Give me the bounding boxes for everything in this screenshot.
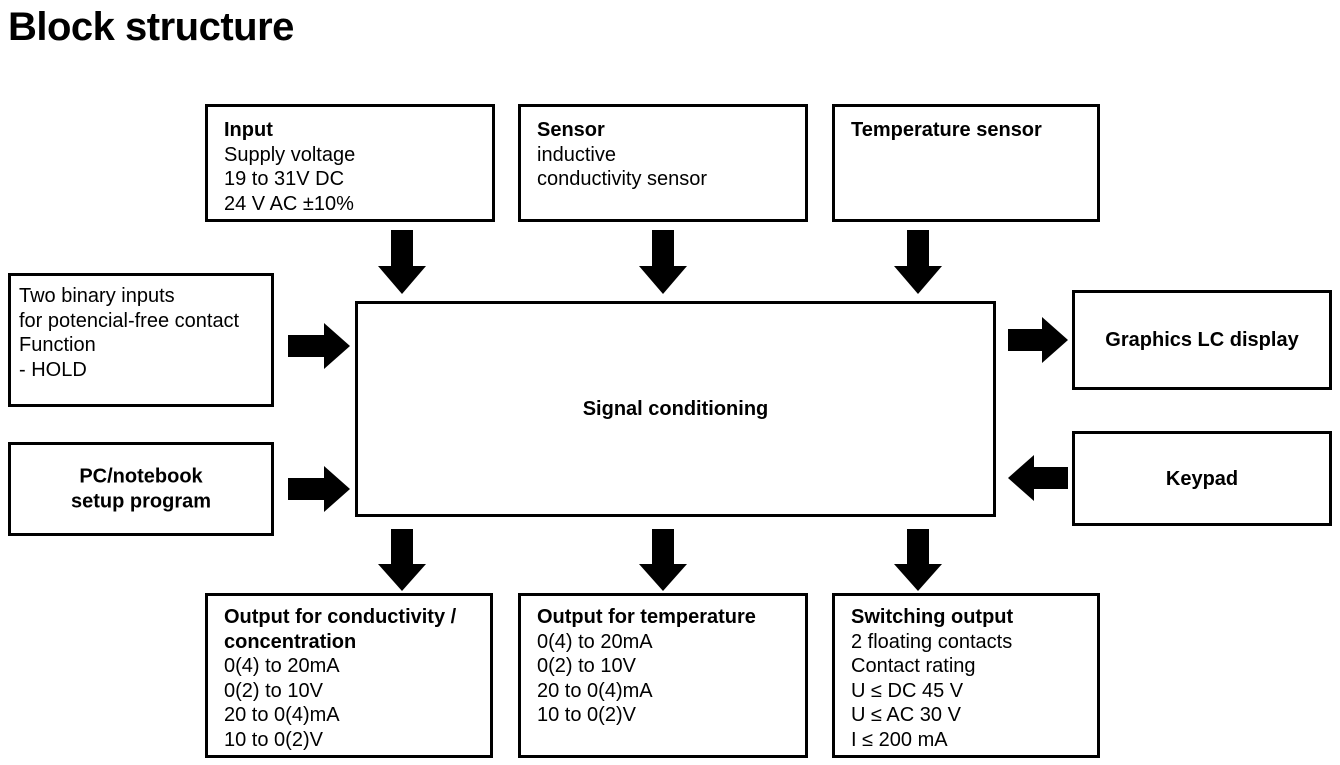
block-sensor: Sensor inductive conductivity sensor [518, 104, 808, 222]
block-binary-inputs-line-1: for potencial-free contact [19, 309, 240, 332]
block-keypad-line-0: Keypad [1165, 467, 1239, 490]
block-input-line-0: Input [224, 119, 273, 141]
block-output-temperature-line-2: 0(2) to 10V [537, 655, 636, 677]
block-output-temperature-line-3: 20 to 0(4)mA [537, 679, 653, 702]
arrow-pc-to-signal-right-icon [288, 466, 350, 512]
block-sensor-line-0: Sensor [537, 119, 605, 141]
arrow-signal-to-switching-output-down-icon [894, 529, 942, 591]
block-output-conductivity-line-2: 0(4) to 20mA [224, 655, 340, 677]
block-temperature-sensor: Temperature sensor [832, 104, 1100, 222]
block-switching-output-line-2: Contact rating [851, 655, 976, 677]
block-switching-output: Switching output 2 floating contacts Con… [832, 593, 1100, 758]
block-output-conductivity-line-5: 10 to 0(2)V [224, 728, 323, 751]
block-temperature-sensor-line-0: Temperature sensor [851, 119, 1042, 141]
block-input: Input Supply voltage 19 to 31V DC 24 V A… [205, 104, 495, 222]
block-output-conductivity-line-0: Output for conductivity / [224, 606, 457, 628]
block-graphics-display: Graphics LC display [1072, 290, 1332, 390]
block-output-temperature: Output for temperature 0(4) to 20mA 0(2)… [518, 593, 808, 758]
block-binary-inputs-line-0: Two binary inputs [19, 285, 175, 307]
block-pc-notebook-line-1: setup program [70, 490, 212, 512]
arrow-sensor-to-signal-down-icon [639, 230, 687, 294]
block-output-conductivity-line-4: 20 to 0(4)mA [224, 704, 340, 726]
arrow-binary-to-signal-right-icon [288, 323, 350, 369]
block-graphics-display-line-0: Graphics LC display [1105, 328, 1299, 351]
block-pc-notebook-line-0: PC/notebook [79, 465, 203, 488]
block-output-temperature-line-0: Output for temperature [537, 606, 756, 628]
block-switching-output-line-3: U ≤ DC 45 V [851, 679, 964, 702]
arrow-keypad-to-signal-left-icon [1008, 455, 1068, 501]
block-switching-output-line-0: Switching output [851, 606, 1014, 628]
arrow-signal-to-display-right-icon [1008, 317, 1068, 363]
block-output-conductivity-line-3: 0(2) to 10V [224, 679, 323, 702]
block-output-conductivity-line-1: concentration [224, 630, 357, 653]
block-switching-output-line-4: U ≤ AC 30 V [851, 704, 961, 726]
page-title: Block structure [8, 5, 294, 49]
block-output-conductivity: Output for conductivity / concentration … [205, 593, 493, 758]
block-input-line-3: 24 V AC ±10% [224, 192, 354, 215]
block-keypad: Keypad [1072, 431, 1332, 526]
block-binary-inputs-line-3: - HOLD [19, 358, 87, 381]
block-pc-notebook: PC/notebook setup program [8, 442, 274, 536]
arrow-input-to-signal-down-icon [378, 230, 426, 294]
block-switching-output-line-1: 2 floating contacts [851, 630, 1013, 653]
block-input-line-2: 19 to 31V DC [224, 168, 345, 190]
block-binary-inputs-line-2: Function [19, 334, 96, 356]
block-sensor-line-1: inductive [537, 143, 616, 166]
block-sensor-line-2: conductivity sensor [537, 168, 708, 190]
block-signal-conditioning: Signal conditioning [355, 301, 996, 517]
block-output-temperature-line-4: 10 to 0(2)V [537, 704, 636, 726]
arrow-signal-to-output-conductivity-down-icon [378, 529, 426, 591]
arrow-signal-to-output-temperature-down-icon [639, 529, 687, 591]
block-binary-inputs: Two binary inputs for potencial-free con… [8, 273, 274, 407]
block-signal-conditioning-line-0: Signal conditioning [582, 397, 769, 420]
block-output-temperature-line-1: 0(4) to 20mA [537, 630, 653, 653]
arrow-temperature-to-signal-down-icon [894, 230, 942, 294]
block-switching-output-line-5: I ≤ 200 mA [851, 728, 948, 751]
block-input-line-1: Supply voltage [224, 143, 356, 166]
